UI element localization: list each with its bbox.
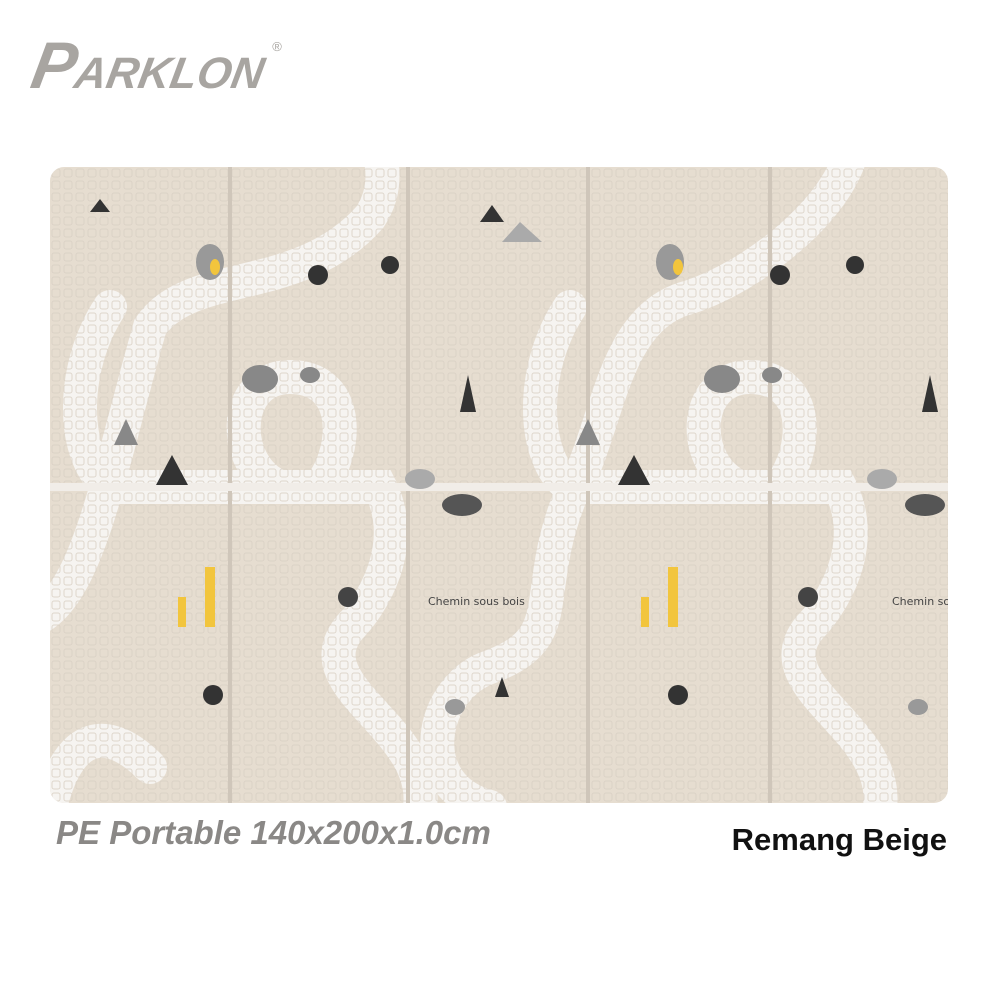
mat-print-text: Chemin sous bois (428, 595, 525, 608)
brand-logo-group: PARKLON ® (26, 28, 282, 109)
illustrations (90, 199, 945, 715)
panel-seams (50, 167, 948, 803)
play-mat-image: Chemin sous bois Chemin sous bois (50, 167, 948, 803)
registered-mark: ® (272, 39, 282, 54)
brand-logo: PARKLON (26, 28, 268, 102)
product-caption: PE Portable 140x200x1.0cm (56, 814, 491, 851)
mat-print-text-2: Chemin sous bois (892, 595, 948, 608)
color-name: Remang Beige (731, 822, 947, 857)
